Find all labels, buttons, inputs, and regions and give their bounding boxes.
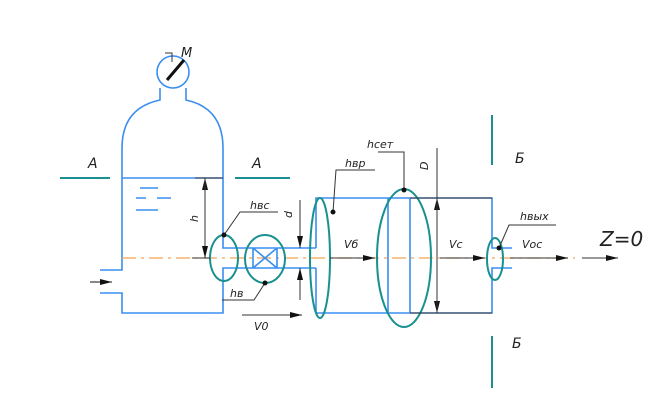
section-b-bottom: Б xyxy=(512,336,522,352)
v-outlet-label: Vос xyxy=(522,238,542,251)
expansion-loss-label: hвр xyxy=(345,157,365,170)
v-screen-label: Vс xyxy=(449,238,463,251)
screen-loss-label: hсет xyxy=(367,138,394,151)
gauge-label: M xyxy=(181,46,192,61)
pressure-gauge xyxy=(156,55,190,89)
section-a-left: A xyxy=(87,156,98,172)
v-pipe-label: V0 xyxy=(254,320,269,333)
datum-label: Z=0 xyxy=(599,227,643,251)
level-label: h xyxy=(188,215,201,222)
valve-loss-label: hв xyxy=(230,287,243,300)
inlet-loss-label: hвс xyxy=(250,199,270,212)
section-a-right: A xyxy=(251,156,262,172)
outlet-loss-ellipse xyxy=(486,237,504,281)
pipe-diameter-label: d xyxy=(282,210,295,218)
outlet-loss-label: hвых xyxy=(520,210,549,223)
gauge-needle xyxy=(165,59,186,81)
v-expansion-label: Vб xyxy=(344,238,359,251)
tank xyxy=(100,88,253,314)
vessel-diameter-label: D xyxy=(418,162,431,170)
section-b-top: Б xyxy=(515,151,525,167)
